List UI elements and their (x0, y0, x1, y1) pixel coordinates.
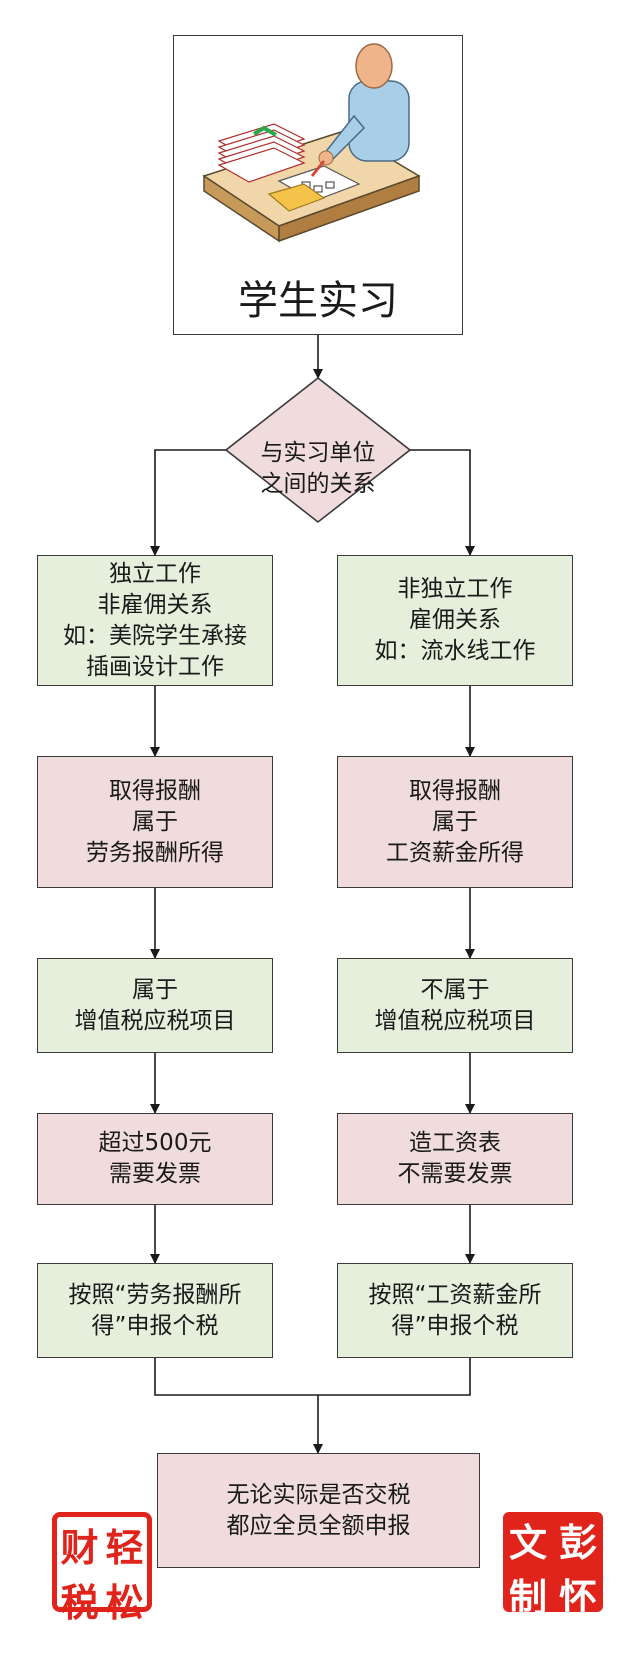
declare-labor-tax-node: 按照“劳务报酬所 得”申报个税 (37, 1263, 273, 1358)
non-independent-work-node: 非独立工作 雇佣关系 如：流水线工作 (337, 555, 573, 686)
payroll-no-invoice-node: 造工资表 不需要发票 (337, 1113, 573, 1205)
not-vat-taxable-node: 不属于 增值税应税项目 (337, 958, 573, 1053)
decision-label: 与实习单位 之间的关系 (260, 440, 376, 497)
wage-salary-income-node: 取得报酬 属于 工资薪金所得 (337, 756, 573, 888)
vat-taxable-node: 属于 增值税应税项目 (37, 958, 273, 1053)
seal-left: 财 轻 税 松 (52, 1512, 152, 1625)
labor-remuneration-income-node: 取得报酬 属于 劳务报酬所得 (37, 756, 273, 888)
decision-diamond (224, 376, 412, 524)
page-title: 学生实习 (238, 278, 398, 324)
seal-right: 文 彭 制 怀 (503, 1512, 603, 1620)
independent-work-node: 独立工作 非雇佣关系 如：美院学生承接 插画设计工作 (37, 555, 273, 686)
merge-line (154, 1358, 471, 1396)
student-at-desk-icon (202, 43, 421, 243)
arrow-decision-to-right (410, 449, 475, 556)
full-declaration-node: 无论实际是否交税 都应全员全额申报 (157, 1453, 480, 1568)
invoice-required-node: 超过500元 需要发票 (37, 1113, 273, 1205)
student-internship-node: 学生实习 (173, 35, 463, 335)
declare-wage-tax-node: 按照“工资薪金所 得”申报个税 (337, 1263, 573, 1358)
arrow-decision-to-left (150, 449, 226, 556)
